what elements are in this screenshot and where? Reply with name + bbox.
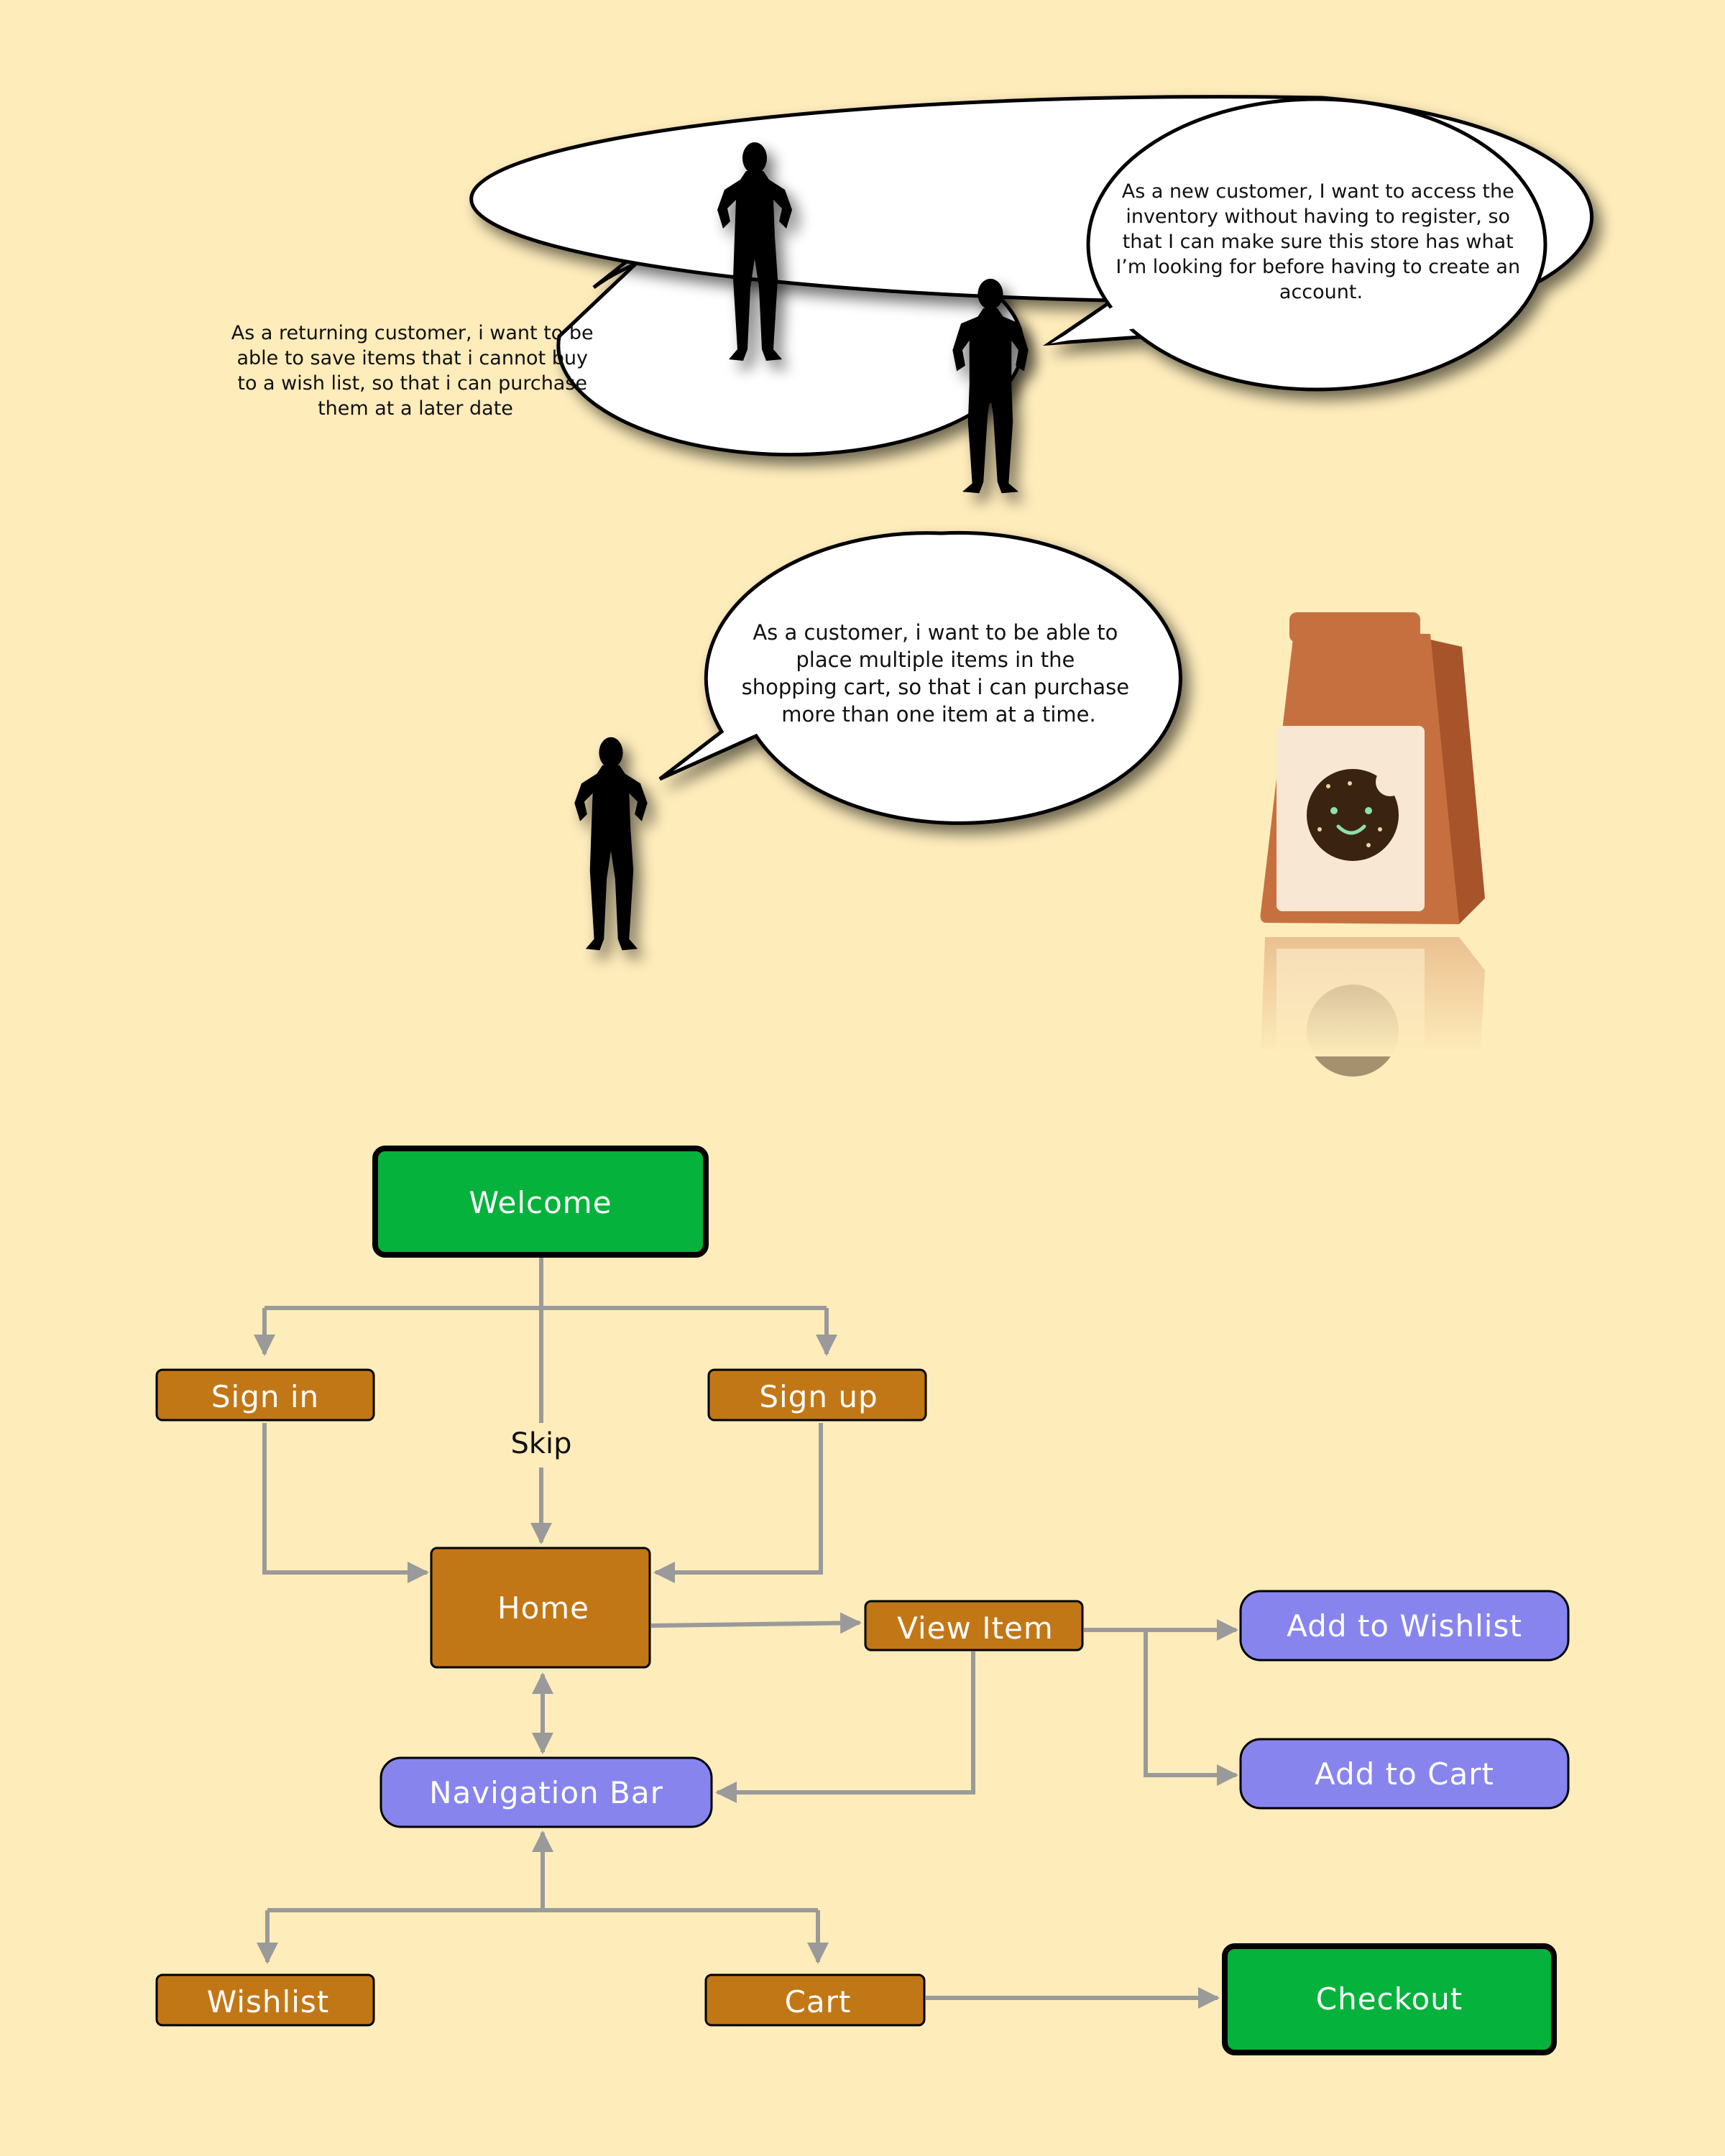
add-to-cart-node[interactable]: Add to Cart [1239,1738,1570,1810]
cookie-bag-reflection [1251,934,1495,1077]
bubble-line: able to save items that i cannot buy [236,347,588,369]
bubble-line: more than one item at a time. [781,702,1095,727]
bubble-line: account. [1279,281,1363,303]
connector [715,1651,975,1803]
sign-up-label: Sign up [759,1379,878,1414]
bubble-line: place multiple items in the [796,648,1075,672]
flow-connectors [254,1256,1238,2009]
navigation-bar-node[interactable]: Navigation Bar [380,1756,713,1828]
sign-in-label: Sign in [211,1379,319,1414]
cart-label: Cart [785,1984,852,2019]
bubble-line: to a wish list, so that i can purchase [237,372,587,395]
skip-label: Skip [510,1427,571,1460]
wishlist-node[interactable]: Wishlist [155,1973,375,2027]
bubble-line: them at a later date [318,397,513,420]
sign-up-node[interactable]: Sign up [707,1368,927,1422]
connector [653,1423,823,1583]
cookie-bag-icon [1260,612,1485,924]
checkout-label: Checkout [1316,1981,1463,2017]
add-to-cart-label: Add to Cart [1315,1756,1494,1792]
connector [650,1612,862,1634]
home-node[interactable]: Home [430,1547,651,1669]
bubble-text-returning: As a returning customer, i want to be ab… [231,322,599,420]
add-to-wishlist-label: Add to Wishlist [1287,1608,1522,1644]
bubble-line: As a returning customer, i want to be [231,322,594,344]
view-item-node[interactable]: View Item [864,1600,1084,1651]
checkout-node[interactable]: Checkout [1222,1943,1557,2055]
add-to-wishlist-node[interactable]: Add to Wishlist [1239,1590,1570,1662]
bubble-line: As a new customer, I want to access the [1122,180,1514,203]
bubble-line: I’m looking for before having to create … [1116,256,1520,278]
bubble-text-customer: As a customer, i want to be able to plac… [742,620,1136,727]
speech-bubble-customer [658,530,1182,825]
bubble-text-new-customer: As a new customer, I want to access the … [1116,180,1526,303]
woman-silhouette-icon [574,737,648,951]
welcome-node[interactable]: Welcome [372,1146,709,1258]
cart-node[interactable]: Cart [704,1973,926,2027]
bubble-line: that I can make sure this store has what [1123,231,1514,253]
view-item-label: View Item [897,1611,1054,1646]
skip-label-bg [503,1423,579,1468]
sign-in-node[interactable]: Sign in [155,1368,375,1422]
home-label: Home [497,1590,589,1626]
navigation-bar-label: Navigation Bar [429,1775,663,1810]
connector [1144,1630,1238,1786]
bubble-line: As a customer, i want to be able to [753,620,1118,645]
welcome-label: Welcome [469,1185,612,1220]
wishlist-label: Wishlist [207,1984,329,2019]
bubble-line: inventory without having to register, so [1126,206,1510,228]
connector [262,1423,429,1583]
bubble-line: shopping cart, so that i can purchase [742,675,1129,699]
